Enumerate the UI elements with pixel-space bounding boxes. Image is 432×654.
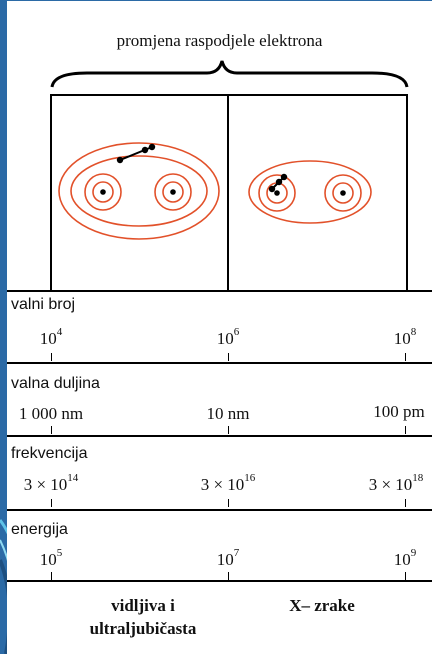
separator-line: [7, 435, 432, 437]
separator-line: [7, 362, 432, 364]
energy-value: 107: [216, 547, 240, 570]
separator-line: [7, 509, 432, 511]
axis-tick: [51, 499, 52, 507]
section-label-frequency: frekvencija: [11, 445, 88, 462]
region-label-xray: X– zrake: [289, 596, 355, 615]
curly-brace: [50, 60, 409, 88]
frequency-value: 3 × 1014: [23, 472, 79, 495]
axis-tick: [405, 572, 406, 580]
wavelength-value: 100 pm: [373, 402, 425, 421]
axis-tick: [405, 353, 406, 361]
electron-distribution-drawing: [50, 60, 409, 291]
axis-tick: [405, 499, 406, 507]
diagram-title: promjena raspodjele elektrona: [116, 31, 323, 50]
section-label-wavelength: valna duljina: [11, 375, 100, 392]
section-label-wavenumber: valni broj: [11, 296, 76, 313]
molecule-left: [58, 142, 220, 240]
wavelength-value: 1 000 nm: [18, 404, 84, 423]
axis-tick: [51, 572, 52, 580]
separator-line: [7, 290, 432, 292]
wavenumber-value: 108: [393, 326, 417, 349]
frequency-value: 3 × 1016: [200, 472, 256, 495]
separator-line: [7, 580, 432, 582]
energy-value: 105: [39, 547, 63, 570]
molecule-right: [248, 160, 372, 224]
diagram-sheet: promjena raspodjele elektrona: [7, 1, 432, 654]
frequency-value: 3 × 1018: [368, 472, 424, 495]
axis-tick: [228, 499, 229, 507]
axis-tick: [51, 353, 52, 361]
wavelength-value: 10 nm: [206, 404, 250, 423]
axis-tick: [228, 572, 229, 580]
section-label-energy: energija: [11, 521, 68, 538]
wavenumber-value: 104: [39, 326, 63, 349]
axis-tick: [51, 426, 52, 434]
region-label-visible-uv: vidljiva i ultraljubičasta: [89, 596, 197, 638]
wavenumber-value: 106: [216, 326, 240, 349]
axis-tick: [228, 353, 229, 361]
energy-value: 109: [393, 547, 417, 570]
axis-tick: [405, 426, 406, 434]
axis-tick: [228, 426, 229, 434]
